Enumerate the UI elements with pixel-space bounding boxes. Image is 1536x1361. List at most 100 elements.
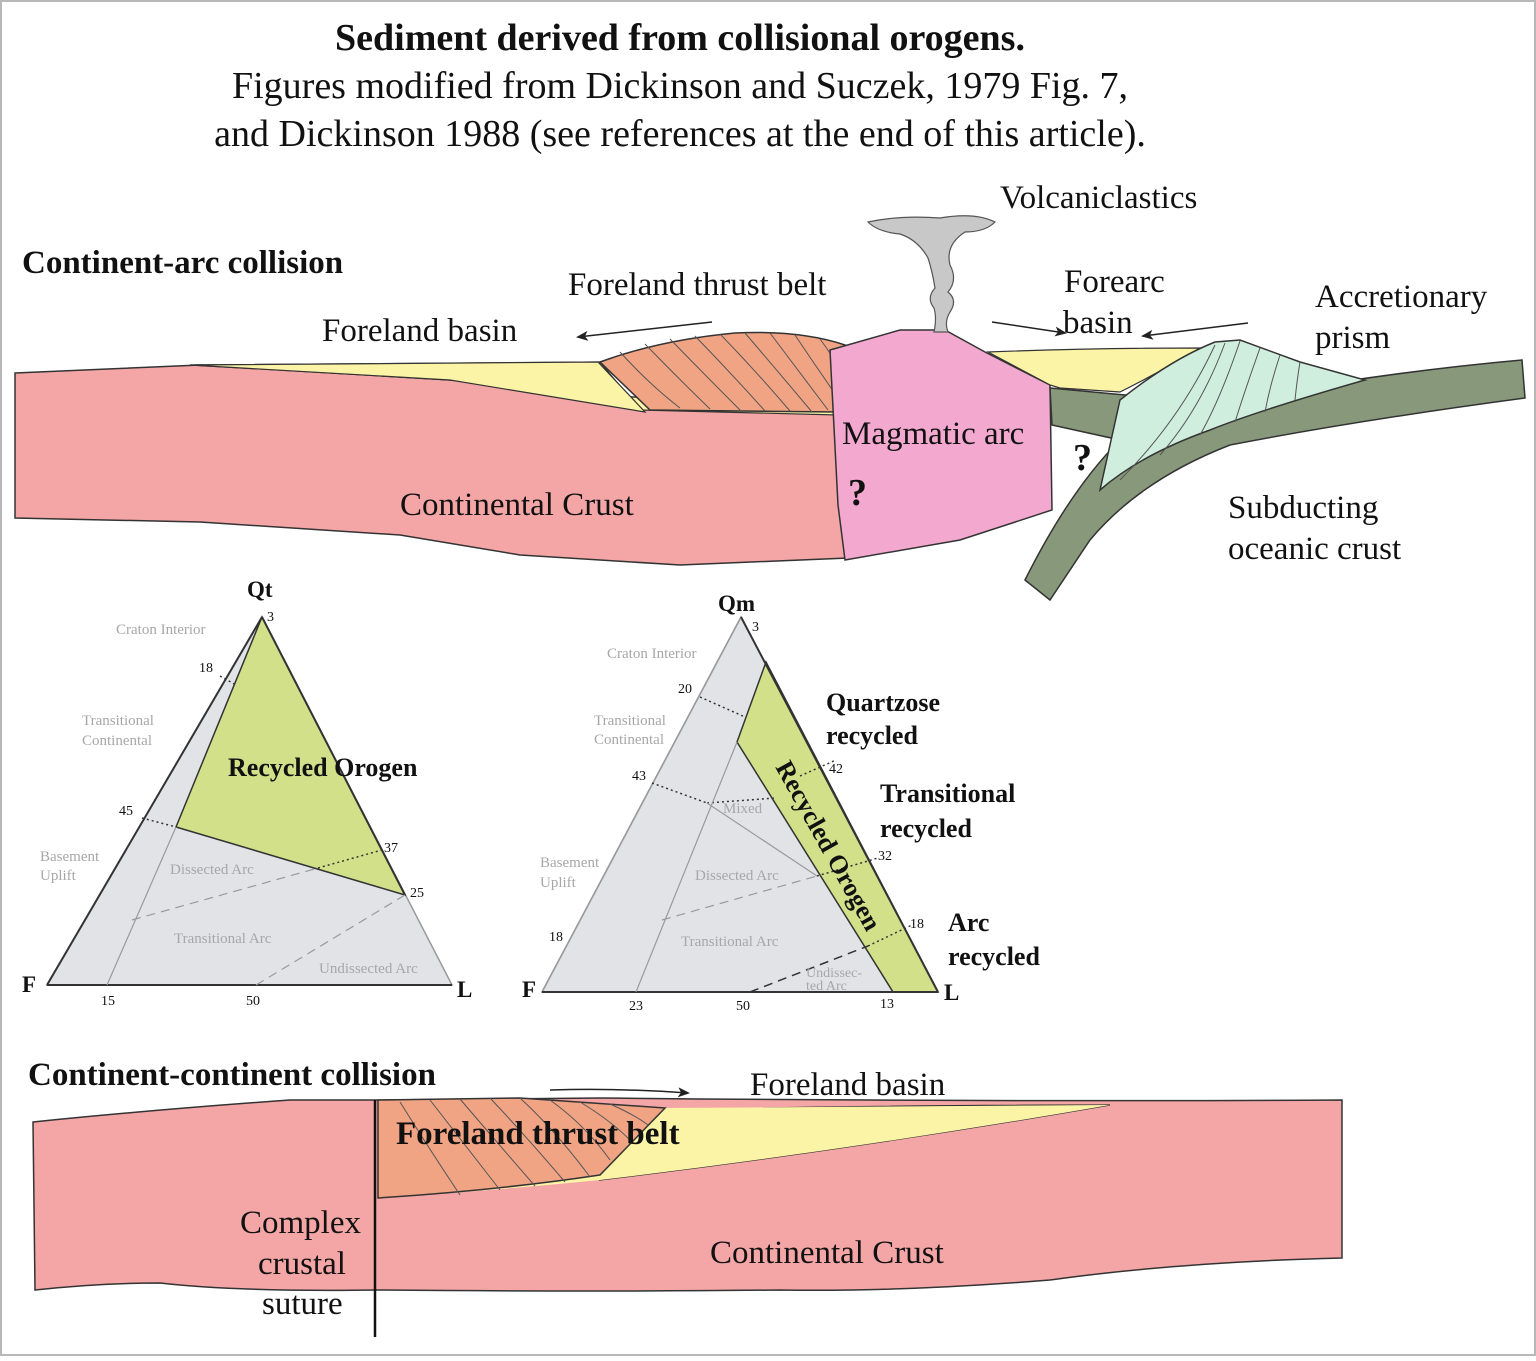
title-line-2: Figures modified from Dickinson and Sucz… — [232, 65, 1128, 107]
qtfl-craton-interior: Craton Interior — [116, 622, 206, 638]
qmflt-tick-42: 42 — [829, 762, 843, 777]
continent-continent-heading: Continent-continent collision — [28, 1057, 436, 1093]
forearc-arrow-right — [1141, 322, 1249, 340]
foreland-basin-fill — [189, 361, 647, 413]
qmflt-apex-l: L — [944, 980, 959, 1005]
qmflt-tick-3: 3 — [752, 620, 759, 635]
qmflt-inner-1 — [635, 741, 738, 993]
accretionary-prism-label-2: prism — [1315, 320, 1391, 356]
qtfl-tick-18: 18 — [199, 661, 213, 676]
qmflt-tick-13: 13 — [880, 997, 894, 1012]
forearc-basin-label: basin — [1063, 305, 1133, 341]
qtfl-right-edge-upper — [261, 616, 406, 896]
qtfl-basement-uplift-2: Uplift — [40, 868, 77, 884]
qmflt-line-32 — [816, 857, 879, 877]
foreland-thrust-belt-label: Foreland thrust belt — [568, 267, 826, 303]
qmflt-tick-18-right: 18 — [910, 917, 924, 932]
qmflt-line-mixed — [706, 797, 777, 804]
ternary-qmflt: Qm F L Craton Interior Transitional Cont… — [522, 591, 1040, 1014]
complex-label-3: suture — [262, 1286, 343, 1322]
qmflt-basement-uplift-2: Uplift — [540, 875, 577, 891]
prism-lines — [1119, 340, 1301, 481]
volcaniclastic-plume — [866, 215, 997, 333]
bottom-thrust-lines — [399, 1097, 649, 1196]
qtfl-transitional-continental-1: Transitional — [82, 713, 154, 729]
qmflt-transitional-label-2: recycled — [880, 814, 972, 843]
bottom-foreland-basin-label: Foreland basin — [750, 1067, 945, 1103]
qmflt-basement-uplift-1: Basement — [540, 855, 600, 871]
qtfl-tick-15: 15 — [101, 994, 115, 1009]
qtfl-line-37 — [317, 849, 383, 869]
qmflt-craton-interior: Craton Interior — [607, 646, 697, 662]
continent-arc-section: Continent-arc collision Volcaniclastics … — [14, 180, 1526, 602]
volcaniclastics-label: Volcaniclastics — [1000, 180, 1197, 216]
qtfl-tick-45: 45 — [119, 804, 133, 819]
magmatic-arc-label: Magmatic arc — [842, 416, 1024, 452]
qmflt-transitional-label-1: Transitional — [880, 779, 1015, 808]
qmflt-line-20 — [699, 696, 746, 718]
qmflt-transitional-arc: Transitional Arc — [681, 934, 779, 950]
question-mark-arc: ? — [848, 472, 867, 514]
thrust-lines — [619, 332, 841, 413]
question-mark-forearc: ? — [1073, 437, 1092, 479]
qmflt-right-edge — [740, 616, 939, 993]
qtfl-dashed-1 — [131, 867, 319, 921]
bottom-basin-fill — [380, 1105, 1110, 1198]
qmflt-inner-2 — [706, 802, 818, 877]
complex-label-2: crustal — [258, 1246, 346, 1282]
qmflt-tick-20: 20 — [678, 682, 692, 697]
qmflt-dashed-1 — [661, 875, 818, 921]
qmflt-quartzose-label-1: Quartzose — [826, 688, 940, 717]
qmflt-arc-label-1: Arc — [948, 908, 989, 937]
continent-continent-section: Continent-continent collision Foreland b… — [28, 1057, 1343, 1337]
qmflt-dissected-arc: Dissected Arc — [695, 868, 779, 884]
qmflt-apex-qm: Qm — [718, 591, 755, 616]
qtfl-left-edge — [46, 616, 263, 986]
qmflt-undissected-2: ted Arc — [806, 979, 847, 994]
qmflt-undissected-1: Undissec- — [806, 966, 862, 981]
qtfl-undissected-arc: Undissected Arc — [319, 961, 418, 977]
qtfl-line-45 — [141, 817, 177, 828]
qmflt-line-18 — [867, 924, 913, 947]
qmflt-left-edge — [541, 616, 742, 993]
accretionary-prism-label-1: Accretionary — [1315, 279, 1488, 315]
continent-arc-heading: Continent-arc collision — [22, 245, 343, 281]
qmflt-arc-label-2: recycled — [948, 942, 1040, 971]
subducting-label-2: oceanic crust — [1228, 531, 1401, 567]
continental-crust-label: Continental Crust — [400, 487, 634, 523]
qmflt-line-42 — [799, 759, 837, 777]
qtfl-apex-f: F — [22, 972, 36, 997]
qmflt-mixed: Mixed — [723, 801, 763, 817]
bottom-continental-crust-shape — [32, 1097, 1343, 1292]
title-line-1: Sediment derived from collisional orogen… — [335, 17, 1025, 59]
qmflt-tick-50: 50 — [736, 999, 750, 1014]
figure-title: Sediment derived from collisional orogen… — [214, 17, 1146, 155]
ternary-qtfl: Qt F L Craton Interior Transitional Cont… — [22, 577, 472, 1009]
qtfl-dissected-arc: Dissected Arc — [170, 862, 254, 878]
qtfl-apex-l: L — [457, 977, 472, 1002]
foreland-arrow — [549, 1087, 690, 1098]
subducting-label-1: Subducting — [1228, 490, 1378, 526]
title-line-3: and Dickinson 1988 (see references at th… — [214, 113, 1146, 155]
qtfl-tick-3: 3 — [267, 610, 274, 625]
foreland-thrust-arrow — [576, 321, 713, 341]
qtfl-line-15 — [106, 826, 177, 986]
qtfl-recycled-orogen-label: Recycled Orogen — [228, 753, 418, 782]
forearc-label: Forearc — [1064, 264, 1165, 300]
qmflt-tick-32: 32 — [878, 849, 892, 864]
complex-label-1: Complex — [240, 1205, 361, 1241]
qmflt-dashed-2 — [749, 945, 869, 993]
qtfl-transitional-arc: Transitional Arc — [174, 931, 272, 947]
magmatic-arc-shape — [829, 329, 1053, 561]
qmflt-transitional-continental-2: Continental — [594, 732, 664, 748]
qmflt-tick-43: 43 — [632, 769, 646, 784]
qtfl-transitional-continental-2: Continental — [82, 733, 152, 749]
forearc-arrow-left — [991, 321, 1067, 337]
qmflt-tick-23: 23 — [629, 999, 643, 1014]
qmflt-tick-18-left: 18 — [549, 930, 563, 945]
accretionary-prism-shape — [1098, 339, 1368, 493]
bottom-thrust-belt-shape — [377, 1097, 667, 1199]
